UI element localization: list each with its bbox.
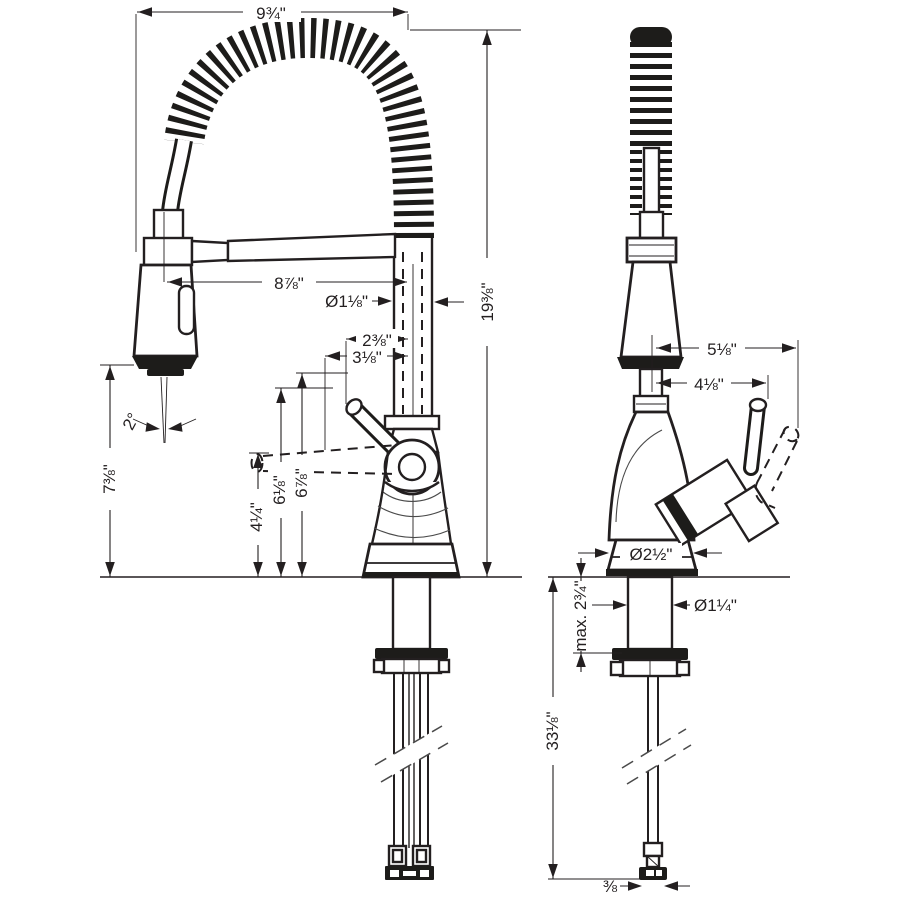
inner-hose: [642, 146, 661, 218]
dim-supply-length-label: 33⅛": [543, 711, 562, 750]
dim-handle-center-label: 2⅜": [362, 331, 392, 350]
dim-spray-angle-label: 2°: [119, 410, 143, 433]
dim-handle-reach-label: 3⅛": [352, 348, 382, 367]
front-spout-arm: [226, 232, 397, 263]
dim-shank-diameter-label: Ø1¼": [694, 596, 737, 615]
side-lever-cap: [748, 397, 768, 413]
front-dimensions: 9¾" 19⅜" 8⅞" Ø1⅛" 2⅜": [97, 2, 521, 577]
dim-total-height-label: 19⅜": [478, 282, 497, 321]
front-undercounter: [372, 575, 451, 880]
dim-depth-overall-label: 5⅛": [707, 340, 737, 359]
sprayer-button: [177, 284, 196, 336]
side-dimensions: 5⅛" 4⅛" Ø2½" Ø1¼": [540, 335, 799, 896]
side-undercounter: [609, 575, 692, 880]
side-spray-head: [617, 210, 684, 369]
spray-angle: 2°: [119, 376, 197, 444]
dim-pivot-height-label: 4¼": [247, 502, 266, 532]
front-handle: [345, 398, 442, 502]
hose-break-symbol: [374, 725, 449, 783]
side-handle: [654, 397, 800, 547]
dim-top-width-label: 9¾": [256, 4, 286, 23]
front-aerator: [132, 356, 198, 369]
dim-reach-label: 8⅞": [274, 274, 304, 293]
side-spring-coil: [630, 27, 672, 218]
mounting-flange: [375, 648, 448, 659]
front-spring-coil: [164, 17, 434, 239]
dim-spout-diameter-label: Ø1⅛": [325, 292, 368, 311]
side-view: 5⅛" 4⅛" Ø2½" Ø1¼": [540, 27, 800, 896]
mounting-nut: [380, 657, 443, 675]
front-spray-head: [132, 208, 397, 376]
hose-connectors: [385, 844, 434, 880]
dim-spray-height-label: 7⅜": [100, 464, 119, 494]
side-lever-dashed: [754, 425, 800, 509]
side-aerator: [617, 357, 684, 369]
dim-lever-height-label: 6⅞": [292, 468, 311, 498]
lever-cap: [345, 398, 363, 416]
front-hose: [161, 138, 193, 213]
front-body: [361, 451, 461, 579]
dim-max-counter-label: max. 2¾": [571, 580, 590, 651]
side-mounting-flange: [612, 648, 688, 660]
dim-base-diameter-label: Ø2½": [630, 545, 673, 564]
dim-outlet-height-label: 6⅛": [270, 475, 289, 505]
tube-break-symbol: [621, 728, 692, 785]
front-view: 9¾" 19⅜" 8⅞" Ø1⅛" 2⅜": [97, 2, 522, 880]
dim-depth-lever-label: 4⅛": [694, 375, 724, 394]
dim-supply-connector-label: ⅜: [603, 877, 618, 896]
tube-connector: [639, 841, 667, 880]
